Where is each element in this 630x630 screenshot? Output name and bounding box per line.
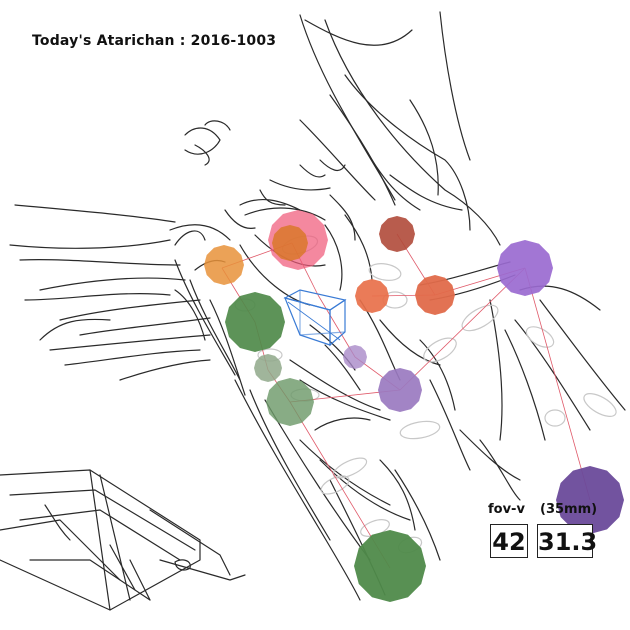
joint-foot-right[interactable] [556, 466, 624, 534]
joint-knee-right[interactable] [378, 368, 422, 412]
camera-gizmo[interactable] [283, 289, 347, 347]
page-title: Today's Atarichan : 2016-1003 [32, 33, 277, 49]
joint-hand-right[interactable] [355, 279, 389, 313]
joint-shoulder-right[interactable] [379, 216, 415, 252]
joint-knee-left[interactable] [266, 378, 314, 426]
focal-length-box[interactable]: 31.3 [537, 524, 597, 558]
joint-markers[interactable] [204, 210, 624, 602]
joint-hip-left[interactable] [254, 354, 282, 382]
joint-hand-left[interactable] [497, 240, 553, 296]
fov-label: fov-v [488, 502, 525, 517]
sketch-lines [0, 11, 626, 611]
joint-hip-right[interactable] [343, 345, 367, 369]
joint-elbow-left[interactable] [225, 292, 285, 352]
joint-shoulder-left[interactable] [204, 245, 244, 285]
lens-label: (35mm) [540, 502, 598, 517]
fov-value-box[interactable]: 42 [490, 524, 528, 558]
joint-foot-left[interactable] [354, 530, 426, 602]
joint-neck[interactable] [272, 225, 308, 261]
joint-elbow-right[interactable] [415, 275, 455, 315]
